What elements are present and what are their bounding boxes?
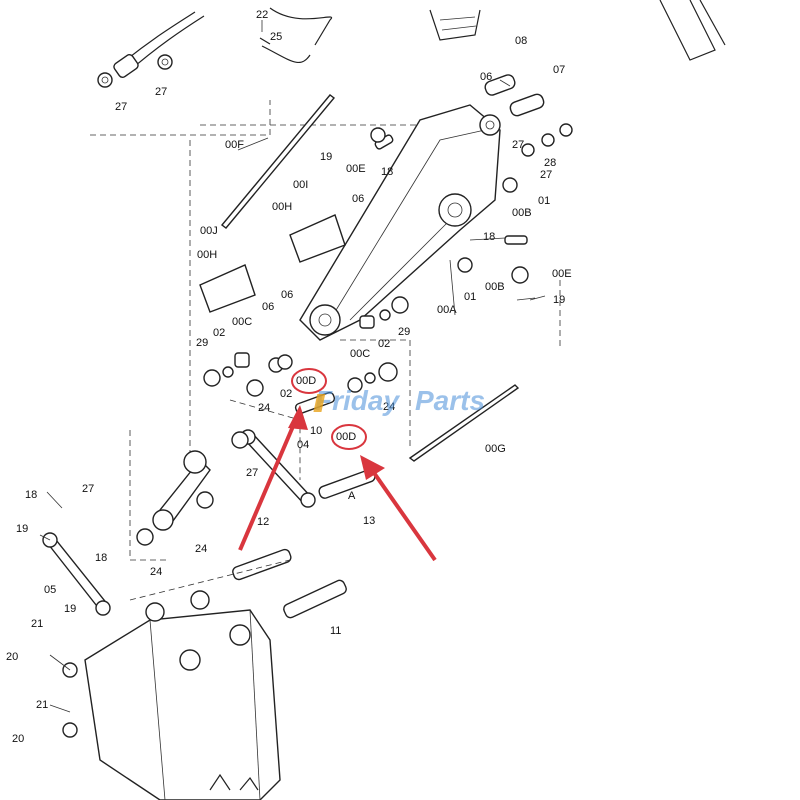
label: 06 [281, 289, 293, 301]
label: 19 [64, 603, 76, 615]
label: 01 [538, 195, 550, 207]
label: 27 [540, 169, 552, 181]
label: 24 [383, 401, 395, 413]
label: 00C [350, 348, 370, 360]
label: 00E [552, 268, 572, 280]
label: 19 [320, 151, 332, 163]
watermark-text-2: Parts [415, 385, 485, 416]
pins-lower [232, 391, 376, 619]
label: 27 [512, 139, 524, 151]
label: 00G [485, 443, 506, 455]
label: 00B [512, 207, 532, 219]
label: 22 [256, 9, 268, 21]
hose-assembly [97, 7, 333, 88]
link-assembly [42, 429, 316, 616]
label: 12 [257, 516, 269, 528]
label: 00E [346, 163, 366, 175]
label: 07 [553, 64, 565, 76]
label: 06 [262, 301, 274, 313]
label: 19 [553, 294, 565, 306]
label: 05 [44, 584, 56, 596]
label: 24 [150, 566, 162, 578]
label: 18 [483, 231, 495, 243]
label: 00D [296, 375, 316, 387]
label: 28 [544, 157, 556, 169]
label: 08 [515, 35, 527, 47]
label: 21 [31, 618, 43, 630]
label: 27 [246, 467, 258, 479]
watermark-text-1: Friday [315, 385, 400, 416]
label: 29 [196, 337, 208, 349]
label: 10 [310, 425, 322, 437]
label: 06 [480, 71, 492, 83]
label: 11 [330, 625, 341, 637]
label: 06 [352, 193, 364, 205]
label: 00D [336, 431, 356, 443]
label: 24 [195, 543, 207, 555]
label: 13 [363, 515, 375, 527]
label: 18 [381, 166, 393, 178]
label: 20 [6, 651, 18, 663]
label: 19 [16, 523, 28, 535]
label: 01 [464, 291, 476, 303]
label: 02 [280, 388, 292, 400]
seal-rings [136, 296, 409, 546]
bucket-top-fragment [429, 0, 726, 61]
watermark: Friday Parts [313, 385, 485, 416]
label: 00F [225, 139, 244, 151]
label: 18 [95, 552, 107, 564]
label: 00A [437, 304, 457, 316]
label: 00H [272, 201, 292, 213]
label: 29 [398, 326, 410, 338]
label: 21 [36, 699, 48, 711]
label: 00J [200, 225, 218, 237]
label: 27 [155, 86, 167, 98]
label: 27 [82, 483, 94, 495]
label: 24 [258, 402, 270, 414]
label: 02 [213, 327, 225, 339]
label: 00B [485, 281, 505, 293]
label: 18 [25, 489, 37, 501]
bucket [62, 590, 281, 800]
label: 00I [293, 179, 308, 191]
label: 00H [197, 249, 217, 261]
label: 00C [232, 316, 252, 328]
label: 20 [12, 733, 24, 745]
highlights [238, 368, 437, 562]
arm [90, 100, 501, 470]
leader-lines [39, 20, 546, 713]
label: 02 [378, 338, 390, 350]
pins-right [370, 74, 573, 284]
shim-plates [199, 94, 520, 462]
label: A [348, 490, 356, 502]
label: 25 [270, 31, 282, 43]
callouts: 22 25 27 27 08 06 07 00F 19 00E 18 27 28… [6, 9, 572, 745]
label: 27 [115, 101, 127, 113]
label: 04 [297, 439, 309, 451]
